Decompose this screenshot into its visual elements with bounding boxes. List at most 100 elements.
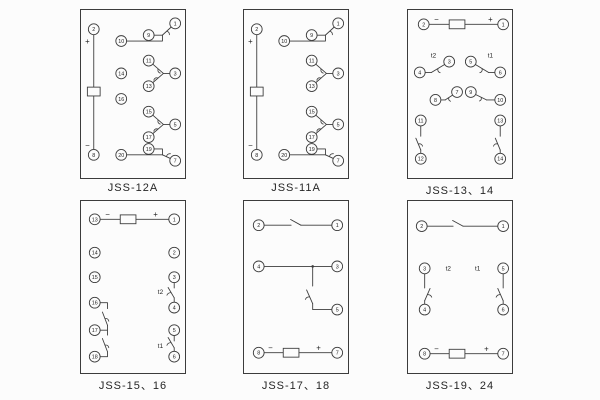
terminal-6: 6 [494, 66, 507, 79]
t1-label: t1 [488, 53, 494, 60]
terminal-label: 13 [497, 118, 503, 124]
terminal-circle [418, 347, 431, 360]
terminal-15: 15 [305, 105, 318, 118]
terminal-label: 5 [469, 60, 472, 66]
terminal-circle [168, 213, 181, 226]
terminal-circle [305, 80, 318, 92]
terminal-9: 9 [305, 29, 318, 41]
panel-caption-jss-13-14: JSS-13、14 [425, 185, 495, 197]
terminal-circle [414, 114, 427, 127]
terminal-5: 5 [464, 55, 477, 68]
wires [263, 224, 333, 354]
terminal-label: 15 [146, 110, 152, 116]
contact-blades [290, 219, 314, 305]
terminal-label: 20 [118, 153, 124, 159]
terminal-circle [332, 118, 345, 131]
minus-label: − [85, 141, 90, 150]
terminal-10: 10 [494, 94, 507, 106]
terminal-label: 9 [469, 90, 472, 96]
terminal-circle [417, 18, 430, 31]
terminal-18: 18 [88, 350, 101, 363]
terminal-circle [250, 23, 263, 36]
terminal-19: 19 [305, 143, 318, 155]
terminal-17: 17 [88, 324, 101, 337]
terminal-circle [494, 94, 507, 106]
terminal-circle [88, 296, 101, 309]
wires [424, 225, 504, 355]
terminal-circle [331, 260, 344, 273]
terminal-label: 3 [173, 275, 176, 281]
terminal-circle [88, 213, 101, 226]
terminal-13: 13 [142, 80, 155, 92]
terminal-label: 1 [337, 21, 340, 27]
terminal-15: 15 [88, 271, 101, 284]
terminal-circle [451, 86, 463, 98]
terminal-circle [142, 105, 155, 118]
terminal-label: 15 [309, 110, 315, 116]
terminal-circle [115, 35, 128, 47]
panel-jss-15-16: − + t2 t1 13 1 14 15 16 17 18 2 3 4 5 6 [80, 200, 186, 374]
terminal-circle [87, 23, 100, 36]
terminal-4: 4 [252, 260, 265, 273]
terminal-label: 7 [456, 90, 459, 96]
terminal-9: 9 [464, 86, 477, 98]
terminal-circle [88, 271, 101, 284]
terminal-circle [142, 29, 155, 41]
terminal-label: 10 [118, 39, 124, 45]
terminal-16: 16 [115, 93, 128, 105]
terminal-5: 5 [168, 324, 181, 337]
panel-caption-jss-17-18: JSS-17、18 [261, 380, 331, 392]
terminal-circle [169, 67, 182, 80]
terminal-circle [305, 54, 318, 67]
terminal-circle [169, 118, 182, 131]
terminal-circle [494, 66, 507, 79]
terminal-circle [252, 260, 265, 273]
terminal-circle [168, 271, 181, 284]
contact-blades [424, 220, 504, 302]
terminal-7: 7 [451, 86, 463, 98]
terminal-circle [429, 94, 442, 106]
terminal-circle [88, 324, 101, 337]
terminal-1: 1 [497, 220, 510, 233]
minus-label: − [268, 343, 273, 352]
terminal-label: 7 [337, 159, 340, 165]
terminal-circle [88, 350, 101, 363]
terminal-17: 17 [142, 131, 155, 144]
terminal-label: 5 [337, 122, 340, 128]
terminal-label: 7 [174, 159, 177, 165]
terminal-8: 8 [87, 148, 100, 161]
terminal-label: 20 [281, 153, 287, 159]
terminal-5: 5 [332, 118, 345, 131]
terminal-circle [332, 154, 345, 167]
terminal-label: 10 [497, 98, 503, 104]
terminal-label: 16 [118, 97, 124, 103]
plus-label: + [488, 15, 493, 24]
contact-blades [415, 64, 501, 151]
terminal-7: 7 [331, 346, 344, 359]
terminal-12: 12 [414, 152, 427, 165]
t1-label: t1 [475, 265, 481, 272]
panel-caption-jss-12a: JSS-12A [107, 182, 159, 194]
terminal-label: 16 [92, 301, 98, 307]
terminal-circle [168, 246, 181, 259]
terminal-label: 1 [502, 224, 505, 230]
terminal-circle [464, 55, 477, 68]
terminal-circle [305, 143, 318, 155]
terminal-label: 14 [497, 157, 503, 163]
terminal-circle [169, 17, 182, 30]
panel-jss-11a: + − 2 10 9 1 11 13 3 15 17 5 20 19 7 8 [243, 9, 349, 179]
plus-label: + [85, 37, 90, 46]
diagram-jss-15-16: − + t2 t1 13 1 14 15 16 17 18 2 3 4 5 6 [88, 210, 181, 363]
delay-hooks [427, 294, 501, 298]
wires [99, 218, 175, 358]
terminal-1: 1 [332, 17, 345, 30]
terminal-circle [142, 131, 155, 144]
terminal-label: 17 [146, 135, 152, 141]
panel-jss-17-18: − + 2 1 4 3 5 8 7 [243, 200, 349, 374]
terminal-13: 13 [494, 114, 507, 127]
terminal-label: 18 [92, 355, 98, 361]
terminal-circle [331, 303, 344, 316]
terminal-1: 1 [168, 213, 181, 226]
minus-label: − [434, 344, 439, 353]
junction-dot [311, 265, 314, 268]
